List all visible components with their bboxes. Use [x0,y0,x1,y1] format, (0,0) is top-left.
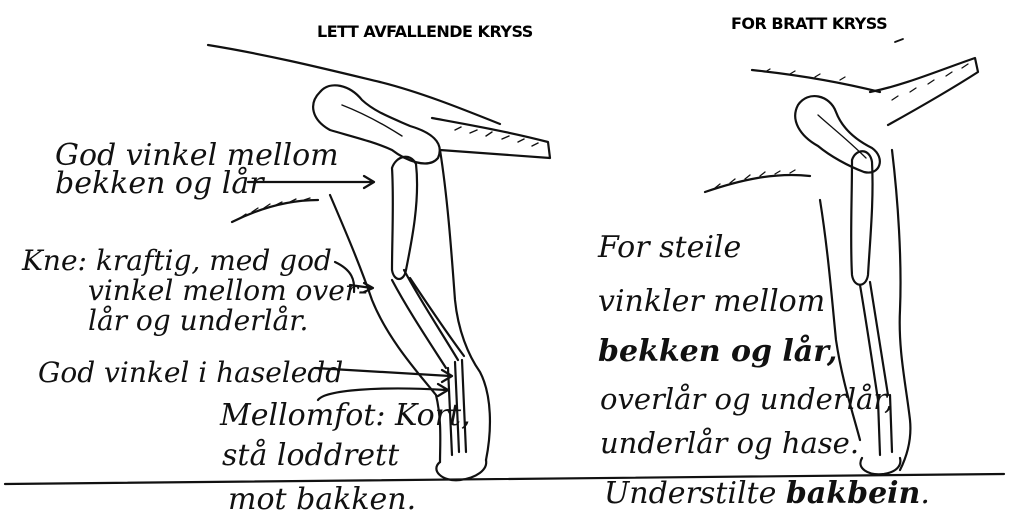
label-hock: God vinkel i haseledd [38,358,343,387]
label-knee-2: vinkel mellom over- [88,276,368,305]
right-belly-line [705,175,810,192]
label-right-5: underlår og hase. [600,428,859,458]
left-foot [436,460,486,480]
label-metatarsus-2: stå loddrett [222,440,399,472]
left-belly-line [232,200,318,222]
label-right-6c: . [920,476,930,511]
right-pelvis [795,96,880,172]
label-right-4: overlår og underlår, [600,384,893,414]
right-foot [860,458,900,474]
left-back-line [208,45,500,124]
right-rear-contour [892,150,910,470]
label-metatarsus-3: mot bakken. [228,484,416,516]
label-right-3: bekken og lår, [598,336,837,368]
label-right-2: vinkler mellom [598,286,825,318]
arrow-pelvis-thigh [248,176,374,188]
left-femur [392,157,417,279]
left-title: LETT AVFALLENDE KRYSS [317,22,533,41]
label-angle-pelvis-2: bekken og lår [55,168,264,200]
label-knee-1: Kne: kraftig, med god [22,246,332,275]
label-right-6: Understilte bakbein. [604,478,930,510]
label-knee-3: lår og underlår. [88,306,308,335]
right-back-line [752,70,880,92]
right-title: FOR BRATT KRYSS [731,14,887,33]
label-right-6a: Understilte [604,476,786,511]
label-right-1: For steile [598,232,741,264]
label-right-6b: bakbein [786,476,920,511]
left-tail [432,118,550,158]
label-metatarsus-1: Mellomfot: Kort, [220,400,471,432]
